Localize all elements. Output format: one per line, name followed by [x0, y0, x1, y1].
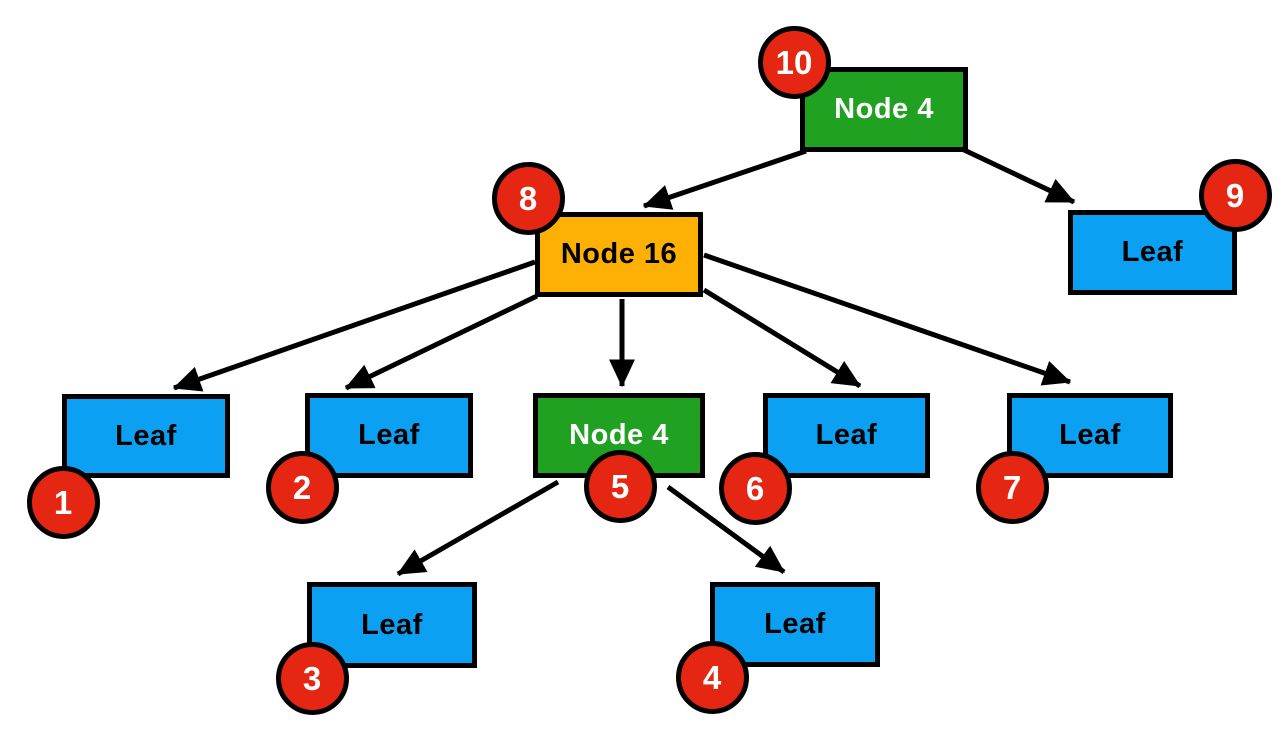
edge-mid-leaf4	[666, 484, 786, 575]
visit-order-badge-2: 2	[265, 450, 339, 524]
edge-n16-leaf7	[703, 252, 1072, 386]
edge-root-leaf9	[960, 146, 1076, 205]
tree-node-leaf9: Leaf	[1068, 210, 1237, 295]
tree-node-mid: Node 4	[533, 393, 705, 478]
visit-order-badge-1: 1	[26, 465, 100, 539]
visit-order-badge-4: 4	[675, 640, 749, 714]
edge-n16-leaf1	[172, 259, 536, 392]
node-label: Leaf	[764, 608, 826, 640]
node-label: Node 16	[560, 238, 678, 270]
visit-order-badge-5: 5	[583, 449, 657, 523]
visit-order-badge-3: 3	[275, 641, 349, 715]
visit-order-badge-6: 6	[718, 451, 792, 525]
tree-node-root: Node 4	[800, 67, 968, 152]
node-label: Leaf	[1059, 419, 1121, 451]
tree-node-leaf2: Leaf	[305, 393, 473, 478]
node-label: Leaf	[361, 608, 423, 641]
tree-node-leaf6: Leaf	[763, 393, 930, 478]
node-label: Leaf	[815, 419, 878, 451]
visit-order-badge-9: 9	[1198, 158, 1272, 232]
tree-node-leaf4: Leaf	[710, 582, 880, 667]
node-label: Leaf	[1121, 236, 1184, 268]
edge-n16-leaf2	[344, 293, 539, 391]
edge-root-n16	[642, 148, 807, 210]
node-label: Node 4	[834, 93, 934, 125]
node-label: Leaf	[115, 419, 177, 452]
visit-order-badge-7: 7	[975, 450, 1049, 524]
edge-n16-leaf6	[702, 287, 862, 389]
node-label: Node 4	[569, 419, 669, 451]
node-label: Leaf	[358, 419, 420, 451]
tree-node-leaf1: Leaf	[62, 394, 230, 478]
visit-order-badge-10: 10	[757, 25, 831, 99]
visit-order-badge-8: 8	[491, 161, 565, 235]
tree-node-n16: Node 16	[535, 212, 703, 297]
edge-mid-leaf3	[396, 479, 560, 577]
